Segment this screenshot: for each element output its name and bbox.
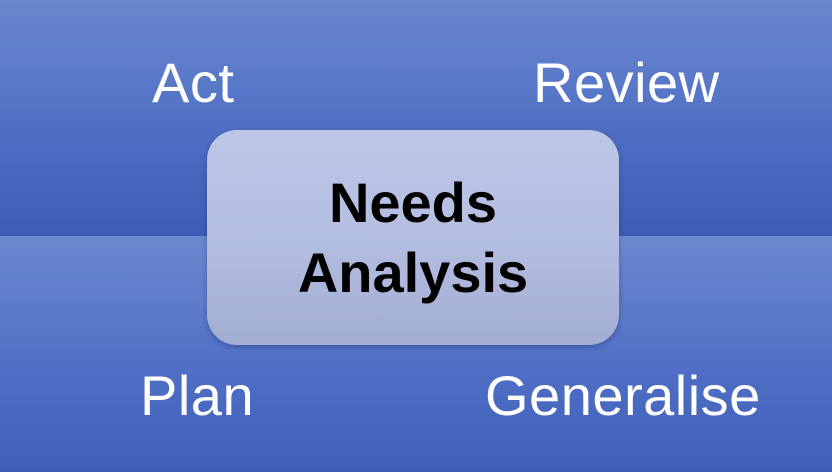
center-node: Needs Analysis: [207, 130, 619, 345]
quadrant-label-generalise: Generalise: [485, 364, 761, 427]
center-node-line-1: Needs: [328, 170, 498, 234]
center-node-line-2: Analysis: [297, 240, 529, 304]
center-node-text: Needs Analysis: [298, 168, 528, 308]
quadrant-label-review: Review: [533, 51, 720, 114]
quadrant-label-plan: Plan: [140, 364, 255, 427]
quadrant-label-act: Act: [152, 51, 235, 114]
